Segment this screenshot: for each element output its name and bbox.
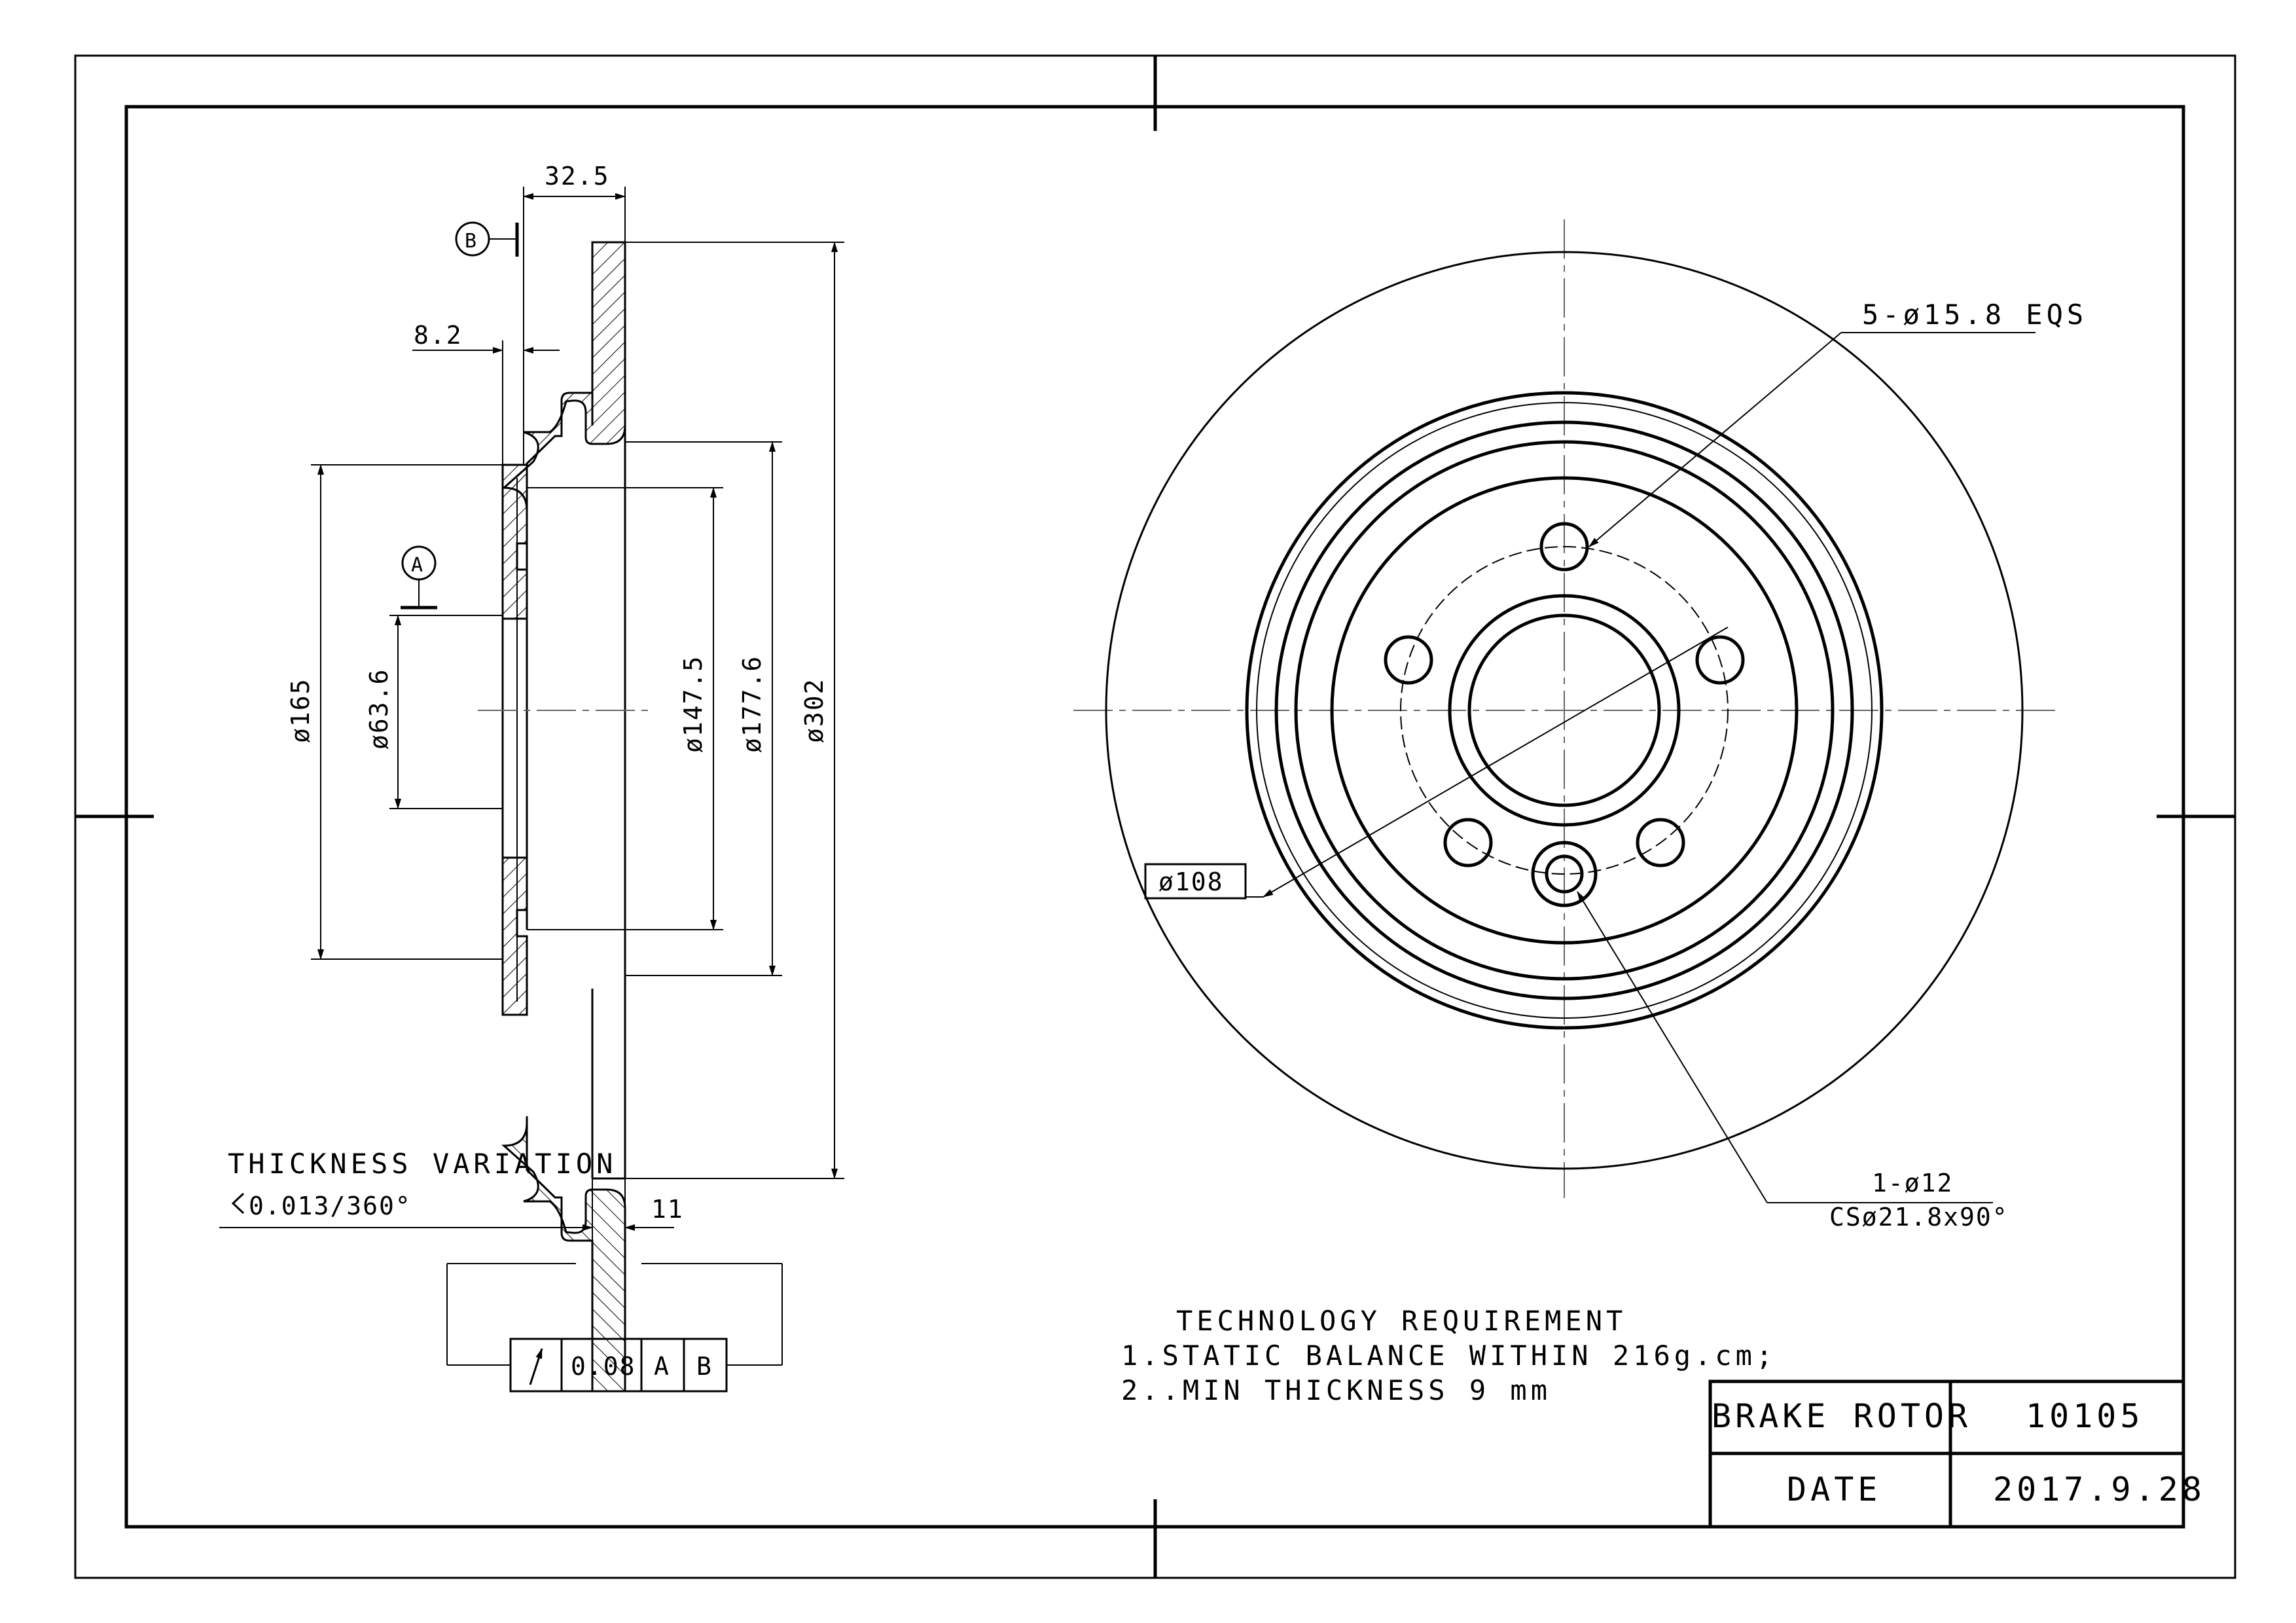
bolt-holes — [1384, 522, 1745, 867]
datum-a: A — [401, 545, 437, 610]
dim-302: ø302 — [800, 678, 829, 743]
parallelism-icon — [231, 1192, 245, 1214]
dim-11: 11 — [651, 1195, 684, 1224]
svg-text:B: B — [465, 230, 478, 253]
svg-text:B: B — [696, 1352, 713, 1381]
pcd-callout: ø108 — [1158, 867, 1224, 896]
section-view — [478, 241, 655, 1393]
svg-text:A: A — [411, 554, 424, 577]
part-number: 10105 — [2026, 1397, 2144, 1435]
aux-hole-callout-2: CSø21.8x90° — [1829, 1203, 2009, 1231]
datum-b: B — [455, 221, 519, 257]
dim-165: ø165 — [286, 678, 315, 743]
svg-text:0.08: 0.08 — [571, 1352, 636, 1381]
svg-text:0.013/360°: 0.013/360° — [249, 1192, 412, 1220]
aux-hole-callout-1: 1-ø12 — [1872, 1169, 1953, 1197]
dim-177-6: ø177.6 — [738, 655, 766, 753]
front-view-callouts: 5-ø15.8 EQS ø108 1-ø12 CSø21.8x90° — [1144, 299, 2087, 1231]
technology-requirement: TECHNOLOGY REQUIREMENT 1.STATIC BALANCE … — [1121, 1305, 1776, 1406]
thickness-variation-note: THICKNESS VARIATION 0.013/360° — [228, 1148, 617, 1220]
rotor-section-upper — [501, 241, 626, 517]
runout-arrow-icon — [529, 1348, 543, 1385]
svg-text:1.STATIC BALANCE WITHIN 216g.c: 1.STATIC BALANCE WITHIN 216g.cm; — [1121, 1340, 1776, 1372]
date-value: 2017.9.28 — [1993, 1470, 2206, 1508]
svg-text:TECHNOLOGY REQUIREMENT: TECHNOLOGY REQUIREMENT — [1176, 1305, 1626, 1337]
date-label: DATE — [1787, 1470, 1881, 1508]
title-block: BRAKE ROTOR 10105 DATE 2017.9.28 — [1708, 1379, 2206, 1529]
part-name-label: BRAKE ROTOR — [1712, 1397, 1971, 1435]
section-dimensions: 32.5 8.2 ø165 ø63.6 ø147.5 ø177.6 ø302 1… — [219, 162, 844, 1293]
dim-147-5: ø147.5 — [679, 655, 708, 753]
runout-tolerance-frame: 0.08 A B — [446, 1263, 783, 1393]
dim-63-6: ø63.6 — [365, 668, 393, 750]
dim-8-2: 8.2 — [414, 321, 463, 350]
dim-32-5: 32.5 — [545, 162, 610, 191]
front-view — [1073, 219, 2058, 1198]
svg-text:2..MIN THICKNESS 9 mm: 2..MIN THICKNESS 9 mm — [1121, 1374, 1551, 1406]
svg-text:A: A — [654, 1352, 670, 1381]
svg-text:THICKNESS VARIATION: THICKNESS VARIATION — [228, 1148, 617, 1180]
bolt-hole-callout: 5-ø15.8 EQS — [1862, 299, 2087, 331]
drawing-frame — [74, 54, 2236, 1579]
